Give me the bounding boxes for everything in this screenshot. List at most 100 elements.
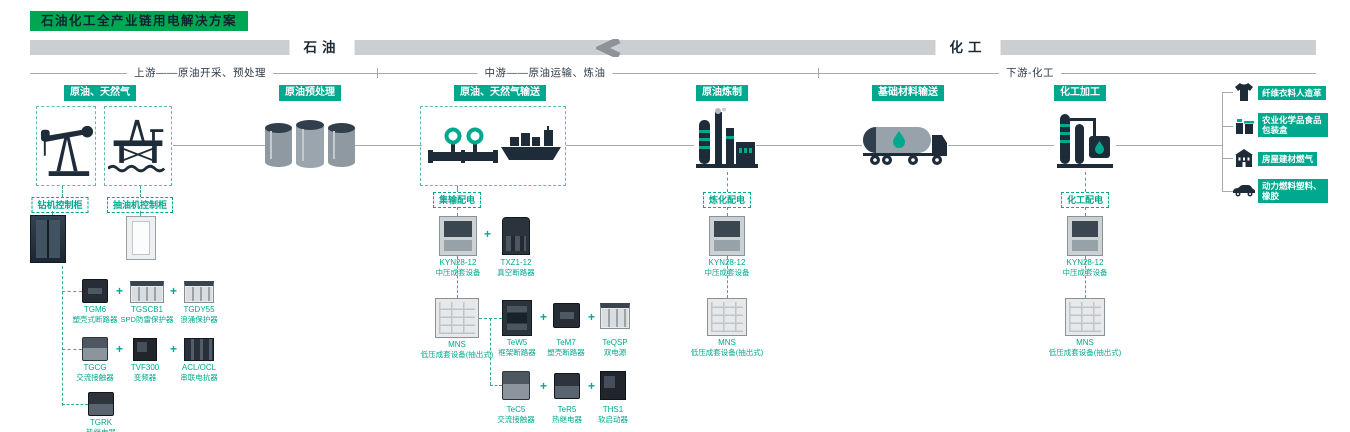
pump-jack-icon xyxy=(40,125,94,176)
tree-line xyxy=(62,349,82,350)
car-icon xyxy=(1233,185,1255,197)
flow-line xyxy=(566,145,694,146)
plus-sign: + xyxy=(540,310,548,324)
tree-line xyxy=(1085,256,1086,298)
drill-cabinet-image xyxy=(30,215,66,263)
teqsp-image xyxy=(600,303,630,329)
end-product-label-textile: 纤维衣料人造革 xyxy=(1258,86,1326,100)
plus-sign: + xyxy=(170,342,178,356)
product-label-gathering-mns: MNS 低压成套设备(抽出式) xyxy=(420,340,494,359)
flow-line xyxy=(756,145,862,146)
chevron-left-icon xyxy=(596,39,621,57)
product-label-teqsp: TeQSP 双电源 xyxy=(602,338,628,357)
tgcg-image xyxy=(82,337,108,361)
flow-line xyxy=(1116,145,1222,146)
tvf300-image xyxy=(133,338,157,361)
refining-mns-image xyxy=(707,298,747,336)
stage-upstream-label: 上游——原油开采、预处理 xyxy=(127,66,273,80)
end-product-stub xyxy=(1222,191,1233,192)
pump-cabinet-image xyxy=(126,216,156,260)
end-product-stub xyxy=(1222,126,1233,127)
product-label-tgcg: TGCG 交流接触器 xyxy=(76,363,114,382)
tree-line xyxy=(727,256,728,298)
category-chip-pretreatment: 原油预处理 xyxy=(279,85,341,101)
product-label-tgrk: TGRK 热继电器 xyxy=(86,418,116,432)
category-chip-refining: 原油炼制 xyxy=(696,85,748,101)
tree-line xyxy=(62,266,63,406)
plus-sign: + xyxy=(588,310,596,324)
end-products-bracket xyxy=(1222,92,1223,192)
stage-midstream-label: 中游——原油运输、炼油 xyxy=(477,66,613,80)
plus-sign: + xyxy=(588,379,596,393)
stage-line xyxy=(30,73,1316,74)
category-chip-materials: 基础材料输送 xyxy=(872,85,944,101)
connector-dashed xyxy=(140,211,141,216)
package-icon xyxy=(1236,119,1254,134)
end-product-stub xyxy=(1222,158,1233,159)
chemical-mns-image xyxy=(1065,298,1105,336)
connector-dashed xyxy=(727,172,728,192)
category-chip-transport: 原油、天然气输送 xyxy=(454,85,546,101)
building-icon xyxy=(1235,149,1253,167)
tree-line xyxy=(457,207,458,216)
plus-sign: + xyxy=(484,227,492,241)
tem7-image xyxy=(553,303,580,328)
product-label-tec5: TeC5 交流接触器 xyxy=(497,405,535,424)
product-label-ter5: TeR5 热继电器 xyxy=(552,405,582,424)
product-label-tgdy55: TGDY55 浪涌保护器 xyxy=(180,305,218,324)
ter5-image xyxy=(554,373,580,399)
ths1-image xyxy=(600,371,626,400)
product-label-gathering-kyn28: KYN28-12 中压成套设备 xyxy=(435,258,481,277)
chemical-kyn28-image xyxy=(1067,216,1103,256)
product-label-tem7: TeM7 塑壳断路器 xyxy=(547,338,585,357)
tgm6-image xyxy=(82,279,108,303)
tew5-image xyxy=(502,300,532,336)
pumpjack-dashed-box xyxy=(36,106,96,186)
product-label-ths1: THS1 软启动器 xyxy=(598,405,628,424)
product-label-tgm6: TGM6 塑壳式断路器 xyxy=(72,305,118,324)
flow-line xyxy=(173,145,266,146)
phase-chem-label: 化工 xyxy=(935,39,1001,56)
connector-dashed xyxy=(52,211,53,215)
offshore-platform-icon xyxy=(108,119,166,173)
product-label-chemical-mns: MNS 低压成套设备(抽出式) xyxy=(1048,338,1122,357)
end-product-label-fuel: 动力燃料塑料、橡胶 xyxy=(1258,179,1328,203)
pipeline-dashed-box xyxy=(420,106,566,186)
tgscb1-image xyxy=(130,281,164,303)
flow-line xyxy=(354,145,422,146)
stage-tick xyxy=(818,68,819,78)
plus-sign: + xyxy=(170,284,178,298)
plus-sign: + xyxy=(116,284,124,298)
refining-kyn28-image xyxy=(709,216,745,256)
connector-dashed xyxy=(1085,172,1086,192)
ship-icon xyxy=(501,126,561,160)
product-label-acl-ocl: ACL/OCL 串联电抗器 xyxy=(180,363,218,382)
panel-drill-control: 钻机控制柜 xyxy=(31,197,89,213)
tgdy55-image xyxy=(184,281,214,303)
acl-ocl-image xyxy=(184,338,214,361)
tree-line xyxy=(727,207,728,216)
tec5-image xyxy=(502,371,530,400)
tree-line xyxy=(490,385,502,386)
txz1-image xyxy=(502,217,530,255)
plus-sign: + xyxy=(540,379,548,393)
refinery-icon xyxy=(696,108,758,168)
connector-dashed xyxy=(457,186,458,192)
gathering-kyn28-image xyxy=(439,216,477,256)
tree-line xyxy=(62,291,82,292)
page-title: 石油化工全产业链用电解决方案 xyxy=(30,11,249,31)
phase-oil-label: 石油 xyxy=(289,39,355,56)
connector-dashed xyxy=(140,186,141,197)
product-label-txz1: TXZ1-12 真空断路器 xyxy=(497,258,535,277)
stage-downstream-label: 下游-化工 xyxy=(999,66,1061,80)
connector-dashed xyxy=(62,186,63,197)
chemical-plant-icon xyxy=(1057,114,1113,168)
pipeline-valves-icon xyxy=(428,127,498,163)
end-product-label-agrochem: 农业化学品食品包装盒 xyxy=(1258,113,1328,137)
stage-tick xyxy=(377,68,378,78)
tgrk-image xyxy=(88,392,114,416)
platform-dashed-box xyxy=(104,106,172,186)
category-chip-crude-gas: 原油、天然气 xyxy=(64,85,136,101)
tanker-truck-icon xyxy=(863,127,947,165)
